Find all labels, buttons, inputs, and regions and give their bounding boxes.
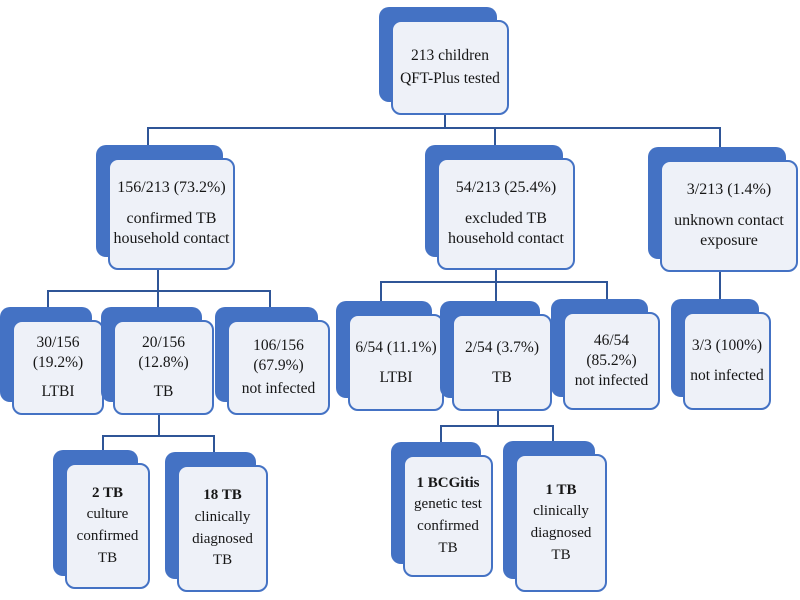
node-label: confirmed TB household contact [113,209,230,248]
node-label: culture confirmed TB [76,506,139,566]
node-label: not infected [241,379,316,397]
connector-drop-unknown [719,127,721,162]
node-value: 3/3 (100%) [691,337,763,355]
node-label: not infected [574,371,649,389]
node-label: clinically diagnosed TB [530,503,592,563]
connector-excluded-tb-down [497,407,499,427]
connector-drop-confirmed-not-infected [269,290,271,322]
node-label: excluded TB household contact [448,209,564,248]
node-excluded-not-infected: 46/54 (85.2%) not infected [563,312,660,410]
node-clinically-diagnosed-tb: 18 TB clinically diagnosed TB [177,465,268,592]
node-label: LTBI [41,383,75,401]
connector-drop-excluded-not-infected [606,281,608,314]
node-value: 3/213 (1.4%) [686,181,772,199]
connector-confirmed-horizontal [47,290,271,292]
node-value: 1 BCGitis [416,474,480,491]
connector-drop-clinical-tb [213,435,215,467]
node-label: LTBI [379,368,413,386]
node-excluded-tb: 2/54 (3.7%) TB [452,314,552,411]
node-bcgitis-confirmed-tb: 1 BCGitis genetic test confirmed TB [403,455,493,577]
connector-unknown-down [719,268,721,314]
node-unknown-not-infected: 3/3 (100%) not infected [683,312,771,410]
node-culture-confirmed-tb: 2 TB culture confirmed TB [65,463,150,589]
node-value: 54/213 (25.4%) [455,179,557,197]
node-label: not infected [690,367,764,384]
connector-drop-culture-tb [102,435,104,465]
node-unknown-exposure: 3/213 (1.4%) unknown contact exposure [660,160,798,272]
connector-drop-bcgitis [440,425,442,457]
node-value: 1 TB [545,481,577,498]
node-value: 18 TB [203,487,242,503]
node-confirmed-not-infected: 106/156 (67.9%) not infected [227,320,330,415]
connector-root-down [444,113,446,128]
connector-excluded-tb-horizontal [440,425,554,427]
node-label: clinically diagnosed TB [192,508,253,569]
node-clinically-diagnosed-tb-2: 1 TB clinically diagnosed TB [515,454,607,592]
node-value: 156/213 (73.2%) [117,179,226,197]
connector-confirmed-down [157,266,159,322]
node-value: 2 TB [92,484,123,501]
node-value: 2/54 (3.7%) [464,338,540,356]
node-label: genetic test confirmed TB [414,496,482,556]
node-excluded-ltbi: 6/54 (11.1%) LTBI [348,314,444,411]
node-label: unknown contact exposure [674,211,784,250]
node-confirmed-tb: 20/156 (12.8%) TB [113,320,214,415]
connector-drop-excluded [494,127,496,160]
connector-drop-clinical-tb-2 [552,425,554,456]
node-value: 213 children [411,47,489,65]
connector-confirmed-tb-horizontal [102,435,215,437]
node-label: QFT-Plus tested [400,70,500,87]
node-213-children: 213 children QFT-Plus tested [391,20,509,115]
node-confirmed-ltbi: 30/156 (19.2%) LTBI [12,320,104,415]
node-value: 20/156 (12.8%) [138,333,189,371]
connector-excluded-horizontal [380,281,608,283]
node-value: 46/54 (85.2%) [586,332,637,370]
node-label: TB [492,368,512,386]
node-value: 6/54 (11.1%) [355,338,437,356]
connector-drop-confirmed [147,127,149,160]
node-value: 30/156 (19.2%) [32,333,84,371]
connector-drop-confirmed-ltbi [47,290,49,322]
node-confirmed-contact: 156/213 (73.2%) confirmed TB household c… [108,158,235,270]
node-excluded-contact: 54/213 (25.4%) excluded TB household con… [437,158,575,270]
connector-drop-excluded-ltbi [380,281,382,316]
connector-confirmed-tb-down [158,411,160,437]
connector-excluded-down [495,266,497,316]
node-value: 106/156 (67.9%) [253,337,304,375]
node-label: TB [153,383,174,401]
connector-level1-horizontal [147,127,721,129]
